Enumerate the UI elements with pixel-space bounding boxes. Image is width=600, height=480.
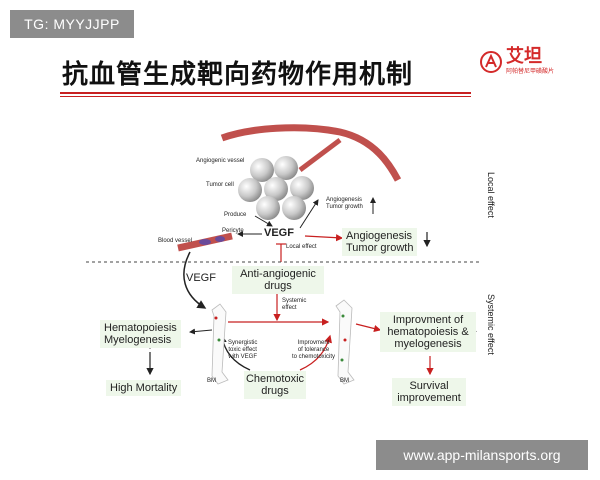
improvement-hematopoiesis-box: Improvment of hematopoiesis & myelogenes… — [380, 312, 476, 352]
angiogenesis-outcome-box: Angiogenesis Tumor growth — [342, 228, 418, 256]
angiogenic-vessel-shape — [220, 124, 402, 182]
logo-name: 艾坦 — [506, 46, 542, 67]
vegf-growth-feedback-arrow — [299, 199, 319, 229]
bm-right-label: BM — [340, 378, 349, 384]
bm-left-label: BM — [207, 378, 216, 384]
logo-mark-icon — [480, 50, 502, 73]
angiogenesis-small-label: Angiogenesis Tumor growth — [326, 197, 363, 210]
page-title: 抗血管生成靶向药物作用机制 — [62, 60, 414, 90]
angiogenic-vessel-label: Angiogenic vessel — [196, 158, 245, 164]
bone-left-shape — [211, 303, 229, 385]
left-bone-arrow — [189, 328, 213, 335]
anti-angiogenic-box: Anti-angiogenic drugs — [232, 266, 324, 294]
title-underline — [60, 92, 471, 94]
vessel-branch-shape — [298, 138, 342, 172]
blood-vessel-shape — [177, 232, 233, 252]
vegf-local-arrow — [304, 234, 344, 242]
synergistic-label: Synergistic toxic effect with VEGF — [228, 340, 258, 360]
systemic-effect-label: Systemic effect — [486, 294, 496, 355]
survival-improvement-box: Survival improvement — [392, 378, 466, 406]
watermark-badge: www.app-milansports.org — [376, 440, 588, 470]
tag-badge: TG: MYYJJPP — [10, 10, 134, 38]
logo-subtitle: 阿帕替尼甲磺酸片 — [506, 68, 555, 75]
blood-vessel-label: Blood vessel — [158, 238, 193, 244]
local-effect-label: Local effect — [486, 172, 496, 218]
vegf-systemic-arrow — [183, 251, 207, 309]
high-mortality-box: High Mortality — [106, 380, 182, 396]
chemo-right-curve — [299, 334, 332, 371]
tumor-cell-label: Tumor cell — [206, 182, 234, 188]
produce-arrow — [254, 215, 273, 227]
tumor-cell-cluster — [238, 156, 314, 220]
bone-right-arrow — [355, 323, 382, 333]
hematopoiesis-left-box: Hematopoiesis Myelogenesis — [100, 320, 181, 348]
brand-logo: 艾坦 阿帕替尼甲磺酸片 — [480, 48, 554, 75]
vegf-left-label: VEGF — [186, 272, 216, 284]
produce-label: Produce — [224, 212, 247, 218]
title-underline-thin — [60, 96, 471, 97]
pericyte-label: Pericyte — [222, 228, 244, 234]
vegf-center-label: VEGF — [264, 227, 294, 239]
systemic-effect-small-label: Systemic effect — [282, 298, 307, 311]
chemotoxic-drugs-box: Chemotoxic drugs — [244, 371, 306, 399]
bone-right-shape — [335, 299, 355, 385]
tolerance-label: Improvment of tolerance to chemotoxicity — [292, 340, 336, 360]
local-effect-small-label: Local effect — [286, 244, 317, 250]
